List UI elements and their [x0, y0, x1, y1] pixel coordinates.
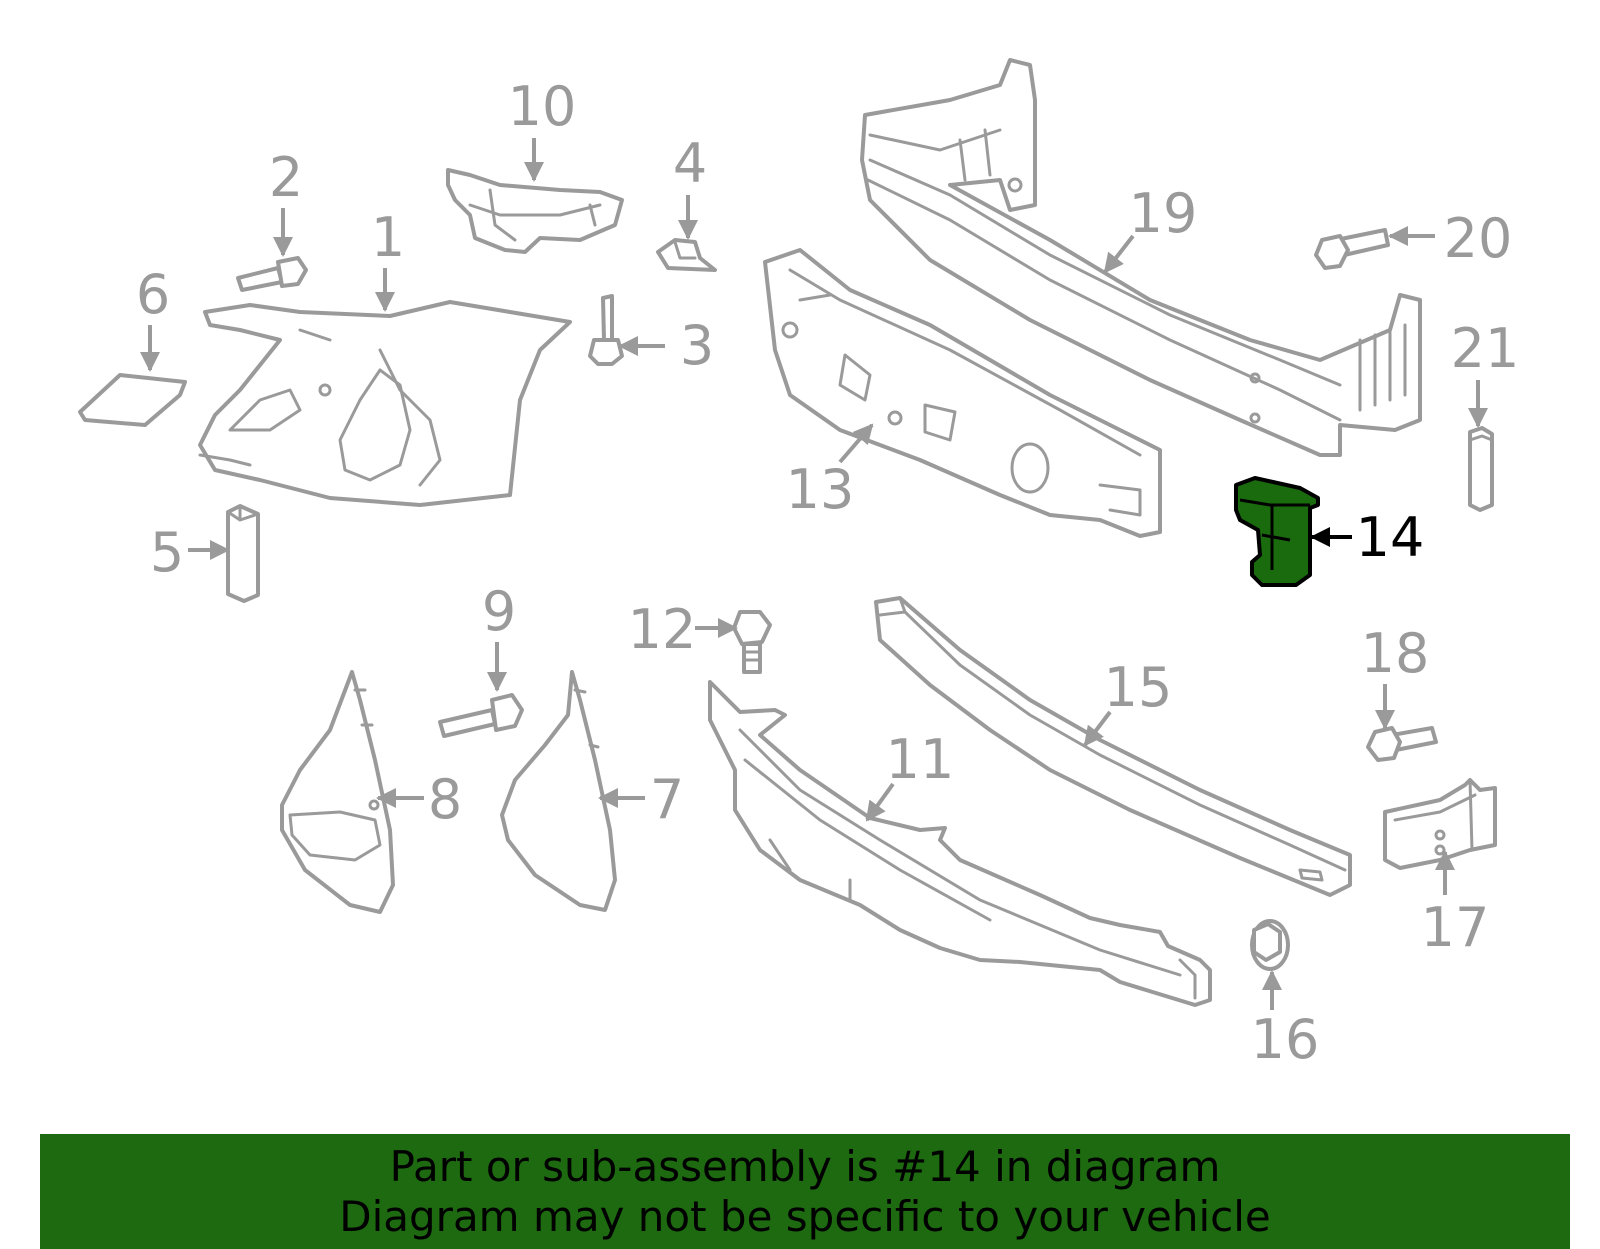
callout-20: 20 — [1444, 207, 1513, 270]
leader-11 — [865, 782, 895, 822]
banner-line-1: Part or sub-assembly is #14 in diagram — [389, 1142, 1221, 1191]
callout-16: 16 — [1251, 1008, 1320, 1071]
callout-13: 13 — [786, 458, 855, 521]
part-13-absorber[interactable] — [763, 248, 1162, 538]
banner-line-2: Diagram may not be specific to your vehi… — [339, 1192, 1271, 1241]
part-21-spacer[interactable] — [1468, 426, 1494, 512]
part-2-bolt[interactable] — [236, 256, 308, 292]
part-5-spacer[interactable] — [226, 504, 260, 603]
callout-10: 10 — [508, 75, 577, 138]
callout-14: 14 — [1356, 506, 1425, 569]
callout-8: 8 — [428, 768, 462, 831]
part-1-bumper-side[interactable] — [198, 300, 572, 507]
callout-1: 1 — [371, 206, 405, 269]
leader-15 — [1083, 710, 1112, 747]
callout-17: 17 — [1421, 896, 1490, 959]
callout-4: 4 — [673, 132, 707, 195]
callout-5: 5 — [150, 521, 184, 584]
callout-2: 2 — [269, 146, 303, 209]
notice-banner: Part or sub-assembly is #14 in diagram D… — [40, 1134, 1570, 1249]
callout-18: 18 — [1361, 622, 1430, 685]
callout-7: 7 — [650, 768, 684, 831]
callout-19: 19 — [1129, 182, 1198, 245]
callout-15: 15 — [1104, 656, 1173, 719]
callout-12: 12 — [628, 598, 697, 661]
part-11-lower-absorber[interactable] — [708, 680, 1212, 1007]
leader-13 — [838, 423, 874, 464]
leader-arrows — [140, 138, 1488, 1010]
part-6-cover[interactable] — [78, 373, 187, 427]
callout-9: 9 — [482, 580, 516, 643]
part-19-reinforcement[interactable] — [860, 58, 1422, 457]
callout-21: 21 — [1451, 317, 1520, 380]
part-7-grille[interactable] — [500, 670, 617, 912]
callout-6: 6 — [136, 263, 170, 326]
part-8-grille[interactable] — [280, 670, 395, 914]
part-3-screw[interactable] — [588, 294, 624, 366]
callout-11: 11 — [886, 728, 955, 791]
leader-19 — [1103, 234, 1135, 274]
part-16-nut[interactable] — [1250, 919, 1290, 971]
part-10-bracket[interactable] — [446, 168, 624, 254]
part-4-clip[interactable] — [656, 238, 717, 272]
part-17-bracket[interactable] — [1383, 778, 1497, 870]
part-20-bolt[interactable] — [1314, 228, 1390, 270]
part-18-bolt[interactable] — [1366, 726, 1438, 762]
part-15-lower-rail[interactable] — [874, 596, 1352, 897]
part-12-bolt[interactable] — [732, 610, 772, 674]
part-14-bracket-highlighted[interactable] — [1234, 476, 1320, 587]
part-9-bolt[interactable] — [438, 693, 524, 738]
callout-3: 3 — [680, 314, 714, 377]
callout-labels: 1 2 3 4 5 6 7 8 9 10 11 12 13 14 15 16 1… — [136, 75, 1520, 1071]
